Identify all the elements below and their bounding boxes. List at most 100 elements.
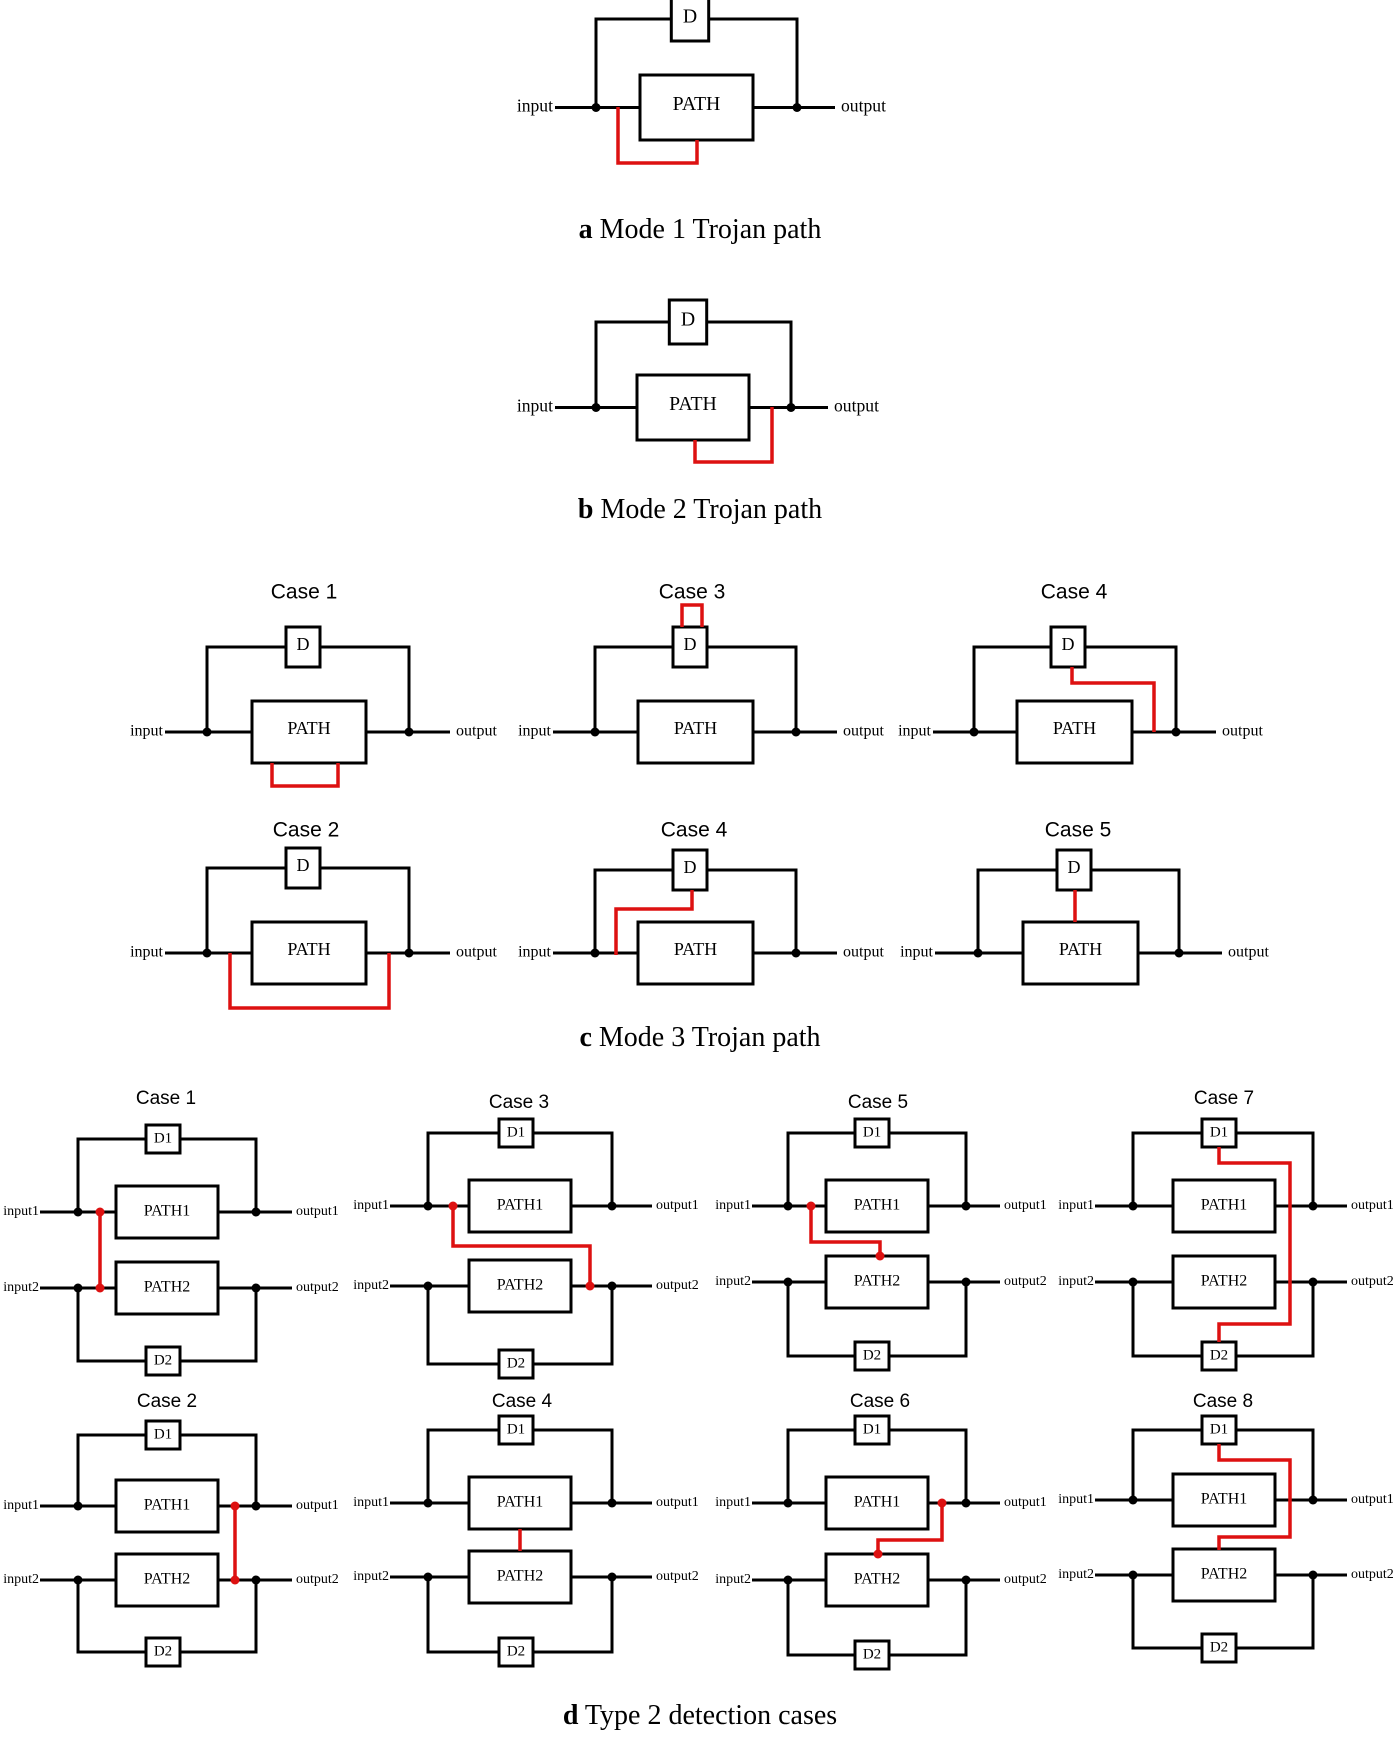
path-label: PATH xyxy=(287,939,330,959)
case-title: Case 5 xyxy=(1045,819,1112,842)
input1-junction xyxy=(73,1501,83,1511)
path1-label: PATH1 xyxy=(1201,1197,1248,1214)
case-title: Case 6 xyxy=(850,1391,910,1412)
output2-label: output2 xyxy=(1004,1572,1047,1587)
path2-label: PATH2 xyxy=(1201,1566,1248,1583)
trojan-dot xyxy=(937,1498,947,1508)
d1-box xyxy=(1200,1414,1238,1446)
output2-label: output2 xyxy=(1351,1274,1394,1289)
path1-box xyxy=(467,1178,573,1234)
trojan-dot xyxy=(230,1575,240,1585)
delay-label: D xyxy=(297,855,310,875)
input2-label: input2 xyxy=(715,1274,751,1289)
output2-junction xyxy=(251,1575,261,1585)
path2-box xyxy=(114,1260,220,1316)
output-junction xyxy=(1174,948,1184,958)
output2-label: output2 xyxy=(656,1569,699,1584)
d2-label: D2 xyxy=(863,1646,881,1662)
input2-label: input2 xyxy=(353,1569,389,1584)
output1-label: output1 xyxy=(1004,1198,1047,1213)
case2-trojan-wire xyxy=(228,953,391,1010)
path1-box xyxy=(824,1475,930,1531)
output2-junction xyxy=(607,1572,617,1582)
input-junction xyxy=(591,103,601,112)
d1-box xyxy=(1200,1117,1238,1149)
d1-label: D1 xyxy=(1210,1124,1228,1140)
d-case3-trojan-wire xyxy=(451,1206,592,1286)
delay-box xyxy=(284,846,322,890)
path1-label: PATH1 xyxy=(144,1203,191,1220)
input1-junction xyxy=(783,1201,793,1211)
output-junction xyxy=(1171,727,1181,737)
caption-a-letter: a xyxy=(578,214,593,245)
d2-label: D2 xyxy=(1210,1639,1228,1655)
input1-label: input1 xyxy=(353,1198,389,1213)
output-label: output xyxy=(1228,944,1269,961)
trojan-dot xyxy=(230,1501,240,1511)
output-junction xyxy=(404,727,414,737)
path2-box xyxy=(114,1552,220,1608)
d1-label: D1 xyxy=(863,1421,881,1437)
d2-box xyxy=(144,1345,182,1377)
case-title: Case 2 xyxy=(273,819,340,842)
output2-label: output2 xyxy=(296,1280,339,1295)
path-label: PATH xyxy=(1059,939,1102,959)
input2-label: input2 xyxy=(715,1572,751,1587)
case-title: Case 1 xyxy=(136,1088,196,1109)
output2-label: output2 xyxy=(296,1572,339,1587)
d1-label: D1 xyxy=(863,1124,881,1140)
input1-junction xyxy=(783,1498,793,1508)
input-label: input xyxy=(130,723,163,740)
input1-label: input1 xyxy=(715,1198,751,1213)
output1-junction xyxy=(251,1207,261,1217)
path1-label: PATH1 xyxy=(497,1197,544,1214)
input2-junction xyxy=(423,1572,433,1582)
path2-label: PATH2 xyxy=(854,1571,901,1588)
path1-label: PATH1 xyxy=(144,1497,191,1514)
d1-label: D1 xyxy=(154,1130,172,1146)
path1-label: PATH1 xyxy=(497,1494,544,1511)
output1-label: output1 xyxy=(656,1495,699,1510)
mode1-trojan-wire xyxy=(616,107,699,165)
trojan-dot xyxy=(95,1207,105,1217)
output1-junction xyxy=(1308,1495,1318,1505)
path-label: PATH xyxy=(674,718,717,738)
d1-label: D1 xyxy=(1210,1421,1228,1437)
input2-junction xyxy=(73,1575,83,1585)
delay-label: D xyxy=(297,634,310,654)
output-label: output xyxy=(843,723,884,740)
output-junction xyxy=(791,727,801,737)
output-junction xyxy=(791,948,801,958)
trojan-dot xyxy=(448,1201,458,1211)
path1-box xyxy=(114,1478,220,1534)
output-label: output xyxy=(834,396,879,416)
output2-label: output2 xyxy=(1351,1567,1394,1582)
case-title: Case 4 xyxy=(1041,581,1108,604)
input2-label: input2 xyxy=(1058,1274,1094,1289)
d-case7-trojan-wire xyxy=(1217,1147,1292,1342)
delay-label: D xyxy=(681,309,695,331)
path-label: PATH xyxy=(673,93,721,115)
trojan-dot xyxy=(873,1549,883,1559)
case-title: Case 8 xyxy=(1193,1391,1253,1412)
d2-box xyxy=(853,1639,891,1671)
output2-junction xyxy=(251,1283,261,1293)
input1-junction xyxy=(1128,1495,1138,1505)
path1-label: PATH1 xyxy=(854,1494,901,1511)
output1-label: output1 xyxy=(296,1204,339,1219)
input1-junction xyxy=(1128,1201,1138,1211)
d1-box xyxy=(497,1414,535,1446)
trojan-dot xyxy=(95,1283,105,1293)
d2-label: D2 xyxy=(1210,1347,1228,1363)
d2-box xyxy=(1200,1632,1238,1664)
output1-label: output1 xyxy=(1004,1495,1047,1510)
d2-label: D2 xyxy=(507,1355,525,1371)
d2-box xyxy=(497,1636,535,1668)
input2-label: input2 xyxy=(3,1572,39,1587)
case-title: Case 5 xyxy=(848,1092,908,1113)
delay-box xyxy=(667,298,709,346)
trojan-dot xyxy=(806,1201,816,1211)
output-junction xyxy=(792,103,802,112)
delay-box xyxy=(671,625,709,669)
delay-box xyxy=(669,0,711,43)
